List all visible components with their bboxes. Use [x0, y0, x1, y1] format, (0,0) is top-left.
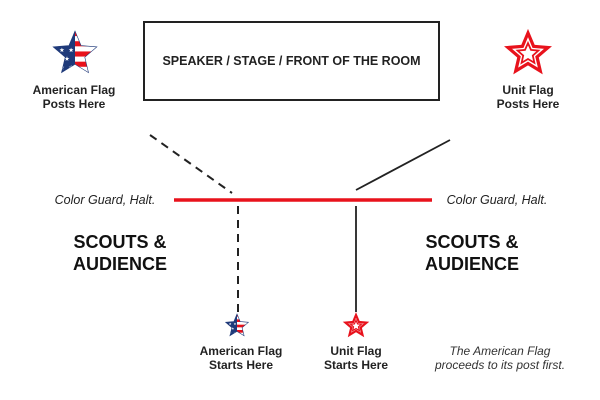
stage-box: SPEAKER / STAGE / FRONT OF THE ROOM: [143, 21, 440, 101]
american-post-line1: American Flag: [32, 83, 116, 97]
audience-right-line2: AUDIENCE: [424, 253, 519, 274]
stage-label: SPEAKER / STAGE / FRONT OF THE ROOM: [162, 54, 421, 68]
unit-start-line2: Starts Here: [323, 358, 389, 373]
unit-path-diagonal: [355, 139, 451, 191]
order-note-line2: proceeds to its post first.: [434, 358, 566, 373]
unit-start-line1: Unit Flag: [330, 344, 382, 358]
american-flag-start-star-icon: [224, 313, 250, 337]
unit-post-line1: Unit Flag: [502, 83, 554, 97]
audience-label-left: SCOUTS & AUDIENCE: [60, 232, 180, 275]
american-post-line2: Posts Here: [42, 97, 106, 112]
audience-left-line2: AUDIENCE: [72, 253, 167, 274]
american-flag-star-icon: [52, 30, 98, 74]
american-start-line1: American Flag: [199, 344, 283, 358]
american-flag-start-label: American Flag Starts Here: [186, 344, 296, 373]
unit-flag-start-label: Unit Flag Starts Here: [306, 344, 406, 373]
unit-post-line2: Posts Here: [496, 97, 560, 112]
american-start-line2: Starts Here: [208, 358, 274, 373]
audience-label-right: SCOUTS & AUDIENCE: [412, 232, 532, 275]
unit-flag-start-star-icon: [342, 312, 370, 338]
order-note: The American Flag proceeds to its post f…: [412, 344, 588, 373]
unit-flag-post-label: Unit Flag Posts Here: [472, 83, 584, 112]
american-path-diagonal: [149, 134, 233, 194]
unit-flag-star-icon: [504, 28, 552, 75]
american-flag-post-label: American Flag Posts Here: [18, 83, 130, 112]
audience-left-line1: SCOUTS &: [73, 232, 167, 252]
halt-label-left: Color Guard, Halt.: [54, 193, 156, 207]
halt-label-right: Color Guard, Halt.: [446, 193, 548, 207]
order-note-line1: The American Flag: [449, 344, 551, 358]
audience-right-line1: SCOUTS &: [425, 232, 519, 252]
